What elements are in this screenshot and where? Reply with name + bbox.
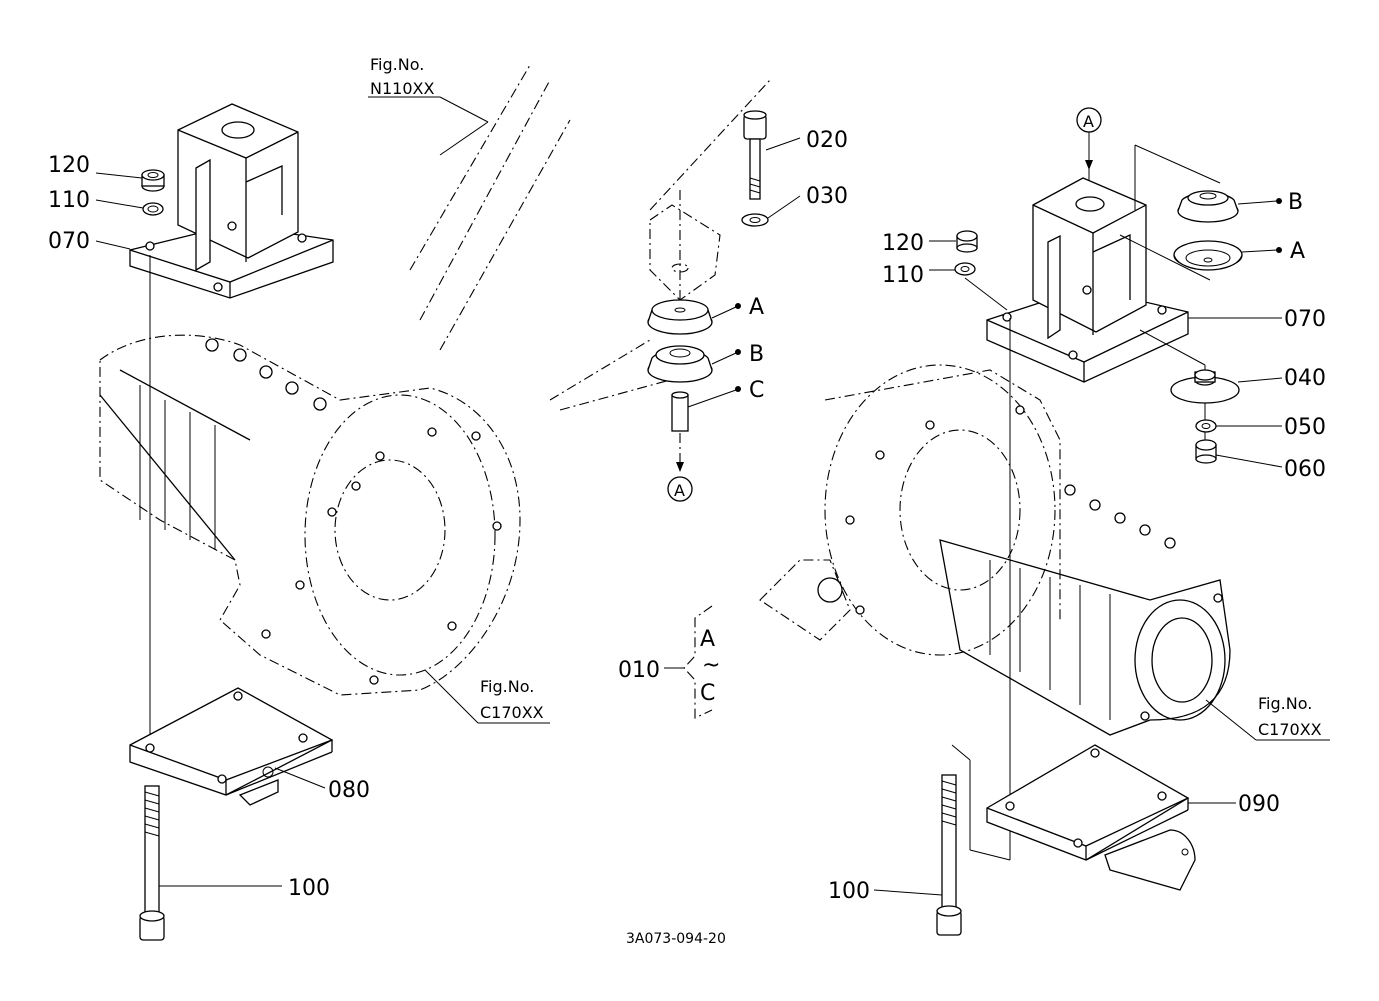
callout-a-bottom: A xyxy=(674,481,685,500)
label-060: 060 xyxy=(1284,457,1326,482)
right-bracket xyxy=(986,177,1189,383)
right-plate-090 xyxy=(986,744,1196,891)
right-washer-110 xyxy=(954,262,976,276)
right-assembly: A xyxy=(759,107,1330,936)
left-plate-080 xyxy=(129,687,334,806)
nut-060 xyxy=(1195,439,1217,464)
label-120-right: 120 xyxy=(882,231,924,256)
right-bolt-100 xyxy=(936,774,962,936)
label-030: 030 xyxy=(806,184,848,209)
fig-ref-left-line1: Fig.No. xyxy=(480,677,534,696)
fig-ref-right-line2: C170XX xyxy=(1258,720,1322,739)
label-110-right: 110 xyxy=(882,263,924,288)
callout-a-top: A xyxy=(1083,112,1094,131)
label-080: 080 xyxy=(328,778,370,803)
rubber-a-right xyxy=(1173,240,1243,271)
left-assembly: 120 110 070 080 100 Fig.No. C170XX xyxy=(48,103,550,941)
middle-mount-exploded: A 020 030 A B C 010 A ~ C xyxy=(618,110,848,719)
right-nut-120 xyxy=(956,230,978,253)
left-transmission-case xyxy=(99,334,521,696)
label-120-left: 120 xyxy=(48,153,90,178)
range-from: A xyxy=(700,627,715,652)
fig-ref-top-line2: N110XX xyxy=(370,79,434,98)
callout-mid-b: B xyxy=(749,342,764,367)
label-100-left: 100 xyxy=(288,876,330,901)
rubber-a xyxy=(647,299,713,335)
frame-sketch: Fig.No. N110XX xyxy=(368,55,771,411)
rubber-b-right xyxy=(1177,190,1239,223)
label-070-right: 070 xyxy=(1284,307,1326,332)
label-090: 090 xyxy=(1238,792,1280,817)
label-020: 020 xyxy=(806,128,848,153)
label-100-right: 100 xyxy=(828,879,870,904)
label-070-left: 070 xyxy=(48,229,90,254)
label-050: 050 xyxy=(1284,415,1326,440)
left-nut-120 xyxy=(141,169,165,192)
fig-ref-top-line1: Fig.No. xyxy=(370,55,424,74)
rubber-b xyxy=(647,345,713,383)
label-010: 010 xyxy=(618,658,660,683)
left-bolt-100 xyxy=(139,785,165,941)
fig-ref-left-line2: C170XX xyxy=(480,703,544,722)
callout-right-a: A xyxy=(1290,239,1305,264)
drawing-code: 3A073-094-20 xyxy=(626,931,726,947)
left-bracket xyxy=(129,103,334,299)
washer-040 xyxy=(1170,369,1240,404)
fig-ref-right-line1: Fig.No. xyxy=(1258,694,1312,713)
label-110-left: 110 xyxy=(48,188,90,213)
callout-mid-c: C xyxy=(749,378,764,403)
callout-right-b: B xyxy=(1288,190,1303,215)
range-tilde: ~ xyxy=(702,653,720,678)
bolt-020 xyxy=(743,110,767,200)
lock-washer-050 xyxy=(1195,419,1217,433)
sleeve-c xyxy=(671,391,689,432)
callout-mid-a: A xyxy=(749,295,764,320)
range-to: C xyxy=(700,681,715,706)
left-washer-110 xyxy=(142,202,164,216)
washer-030 xyxy=(741,213,769,227)
label-040: 040 xyxy=(1284,366,1326,391)
right-transmission-case xyxy=(759,364,1231,736)
